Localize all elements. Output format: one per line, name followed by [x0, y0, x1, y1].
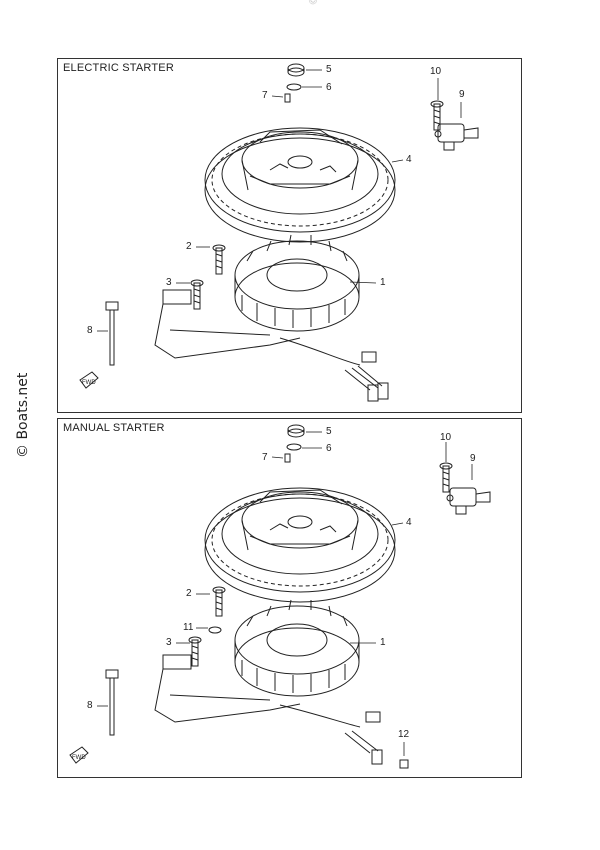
electric-callout-10: 10 — [430, 66, 442, 77]
manual-harness — [279, 704, 409, 769]
electric-callout-4: 4 — [406, 154, 412, 165]
manual-callout-12: 12 — [398, 729, 410, 740]
electric-callout-3: 3 — [166, 277, 172, 288]
electric-fwd-arrow: FWD — [79, 371, 99, 389]
electric-pulser-coil — [434, 123, 479, 151]
manual-flywheel — [204, 487, 396, 603]
manual-callout-3: 3 — [166, 637, 172, 648]
manual-clamp — [154, 654, 301, 723]
manual-callout-9: 9 — [470, 453, 476, 464]
fwd-label: FWD — [82, 380, 96, 386]
electric-flywheel — [204, 127, 396, 243]
manual-washer — [286, 443, 302, 451]
manual-stator — [234, 599, 360, 697]
electric-key — [284, 93, 291, 103]
electric-leader-lines — [97, 69, 462, 332]
panel-title: ELECTRIC STARTER — [63, 62, 174, 74]
manual-tie-strap — [105, 669, 119, 736]
electric-tie-strap — [105, 301, 119, 366]
electric-clamp — [154, 289, 301, 359]
manual-callout-1: 1 — [380, 637, 386, 648]
manual-callout-5: 5 — [326, 426, 332, 437]
electric-callout-2: 2 — [186, 241, 192, 252]
electric-bolt-2 — [212, 244, 226, 275]
manual-fwd-arrow: FWD — [69, 746, 89, 764]
electric-callout-6: 6 — [326, 82, 332, 93]
electric-bolt-10 — [430, 100, 444, 131]
manual-key — [284, 453, 291, 463]
manual-callout-7: 7 — [262, 452, 268, 463]
manual-bolt-10 — [439, 462, 453, 493]
manual-callout-2: 2 — [186, 588, 192, 599]
electric-callout-1: 1 — [380, 277, 386, 288]
manual-pulser-coil — [446, 487, 491, 515]
electric-bolt-3 — [190, 279, 204, 310]
manual-nut — [287, 424, 305, 438]
electric-callout-9: 9 — [459, 89, 465, 100]
panel-title: MANUAL STARTER — [63, 422, 165, 434]
electric-callout-7: 7 — [262, 90, 268, 101]
electric-nut — [287, 63, 305, 77]
manual-callout-8: 8 — [87, 700, 93, 711]
electric-washer — [286, 83, 302, 91]
manual-leader-lines — [97, 431, 473, 756]
fwd-label: FWD — [72, 755, 86, 761]
electric-callout-8: 8 — [87, 325, 93, 336]
electric-stator — [234, 234, 360, 332]
manual-callout-11: 11 — [183, 622, 194, 633]
manual-callout-10: 10 — [440, 432, 452, 443]
manual-bolt-2 — [212, 586, 226, 617]
electric-harness — [279, 337, 389, 402]
manual-callout-6: 6 — [326, 443, 332, 454]
manual-callout-4: 4 — [406, 517, 412, 528]
manual-washer-11 — [208, 626, 222, 634]
electric-callout-5: 5 — [326, 64, 332, 75]
panel-electric-starter: ELECTRIC STARTER — [57, 58, 522, 413]
